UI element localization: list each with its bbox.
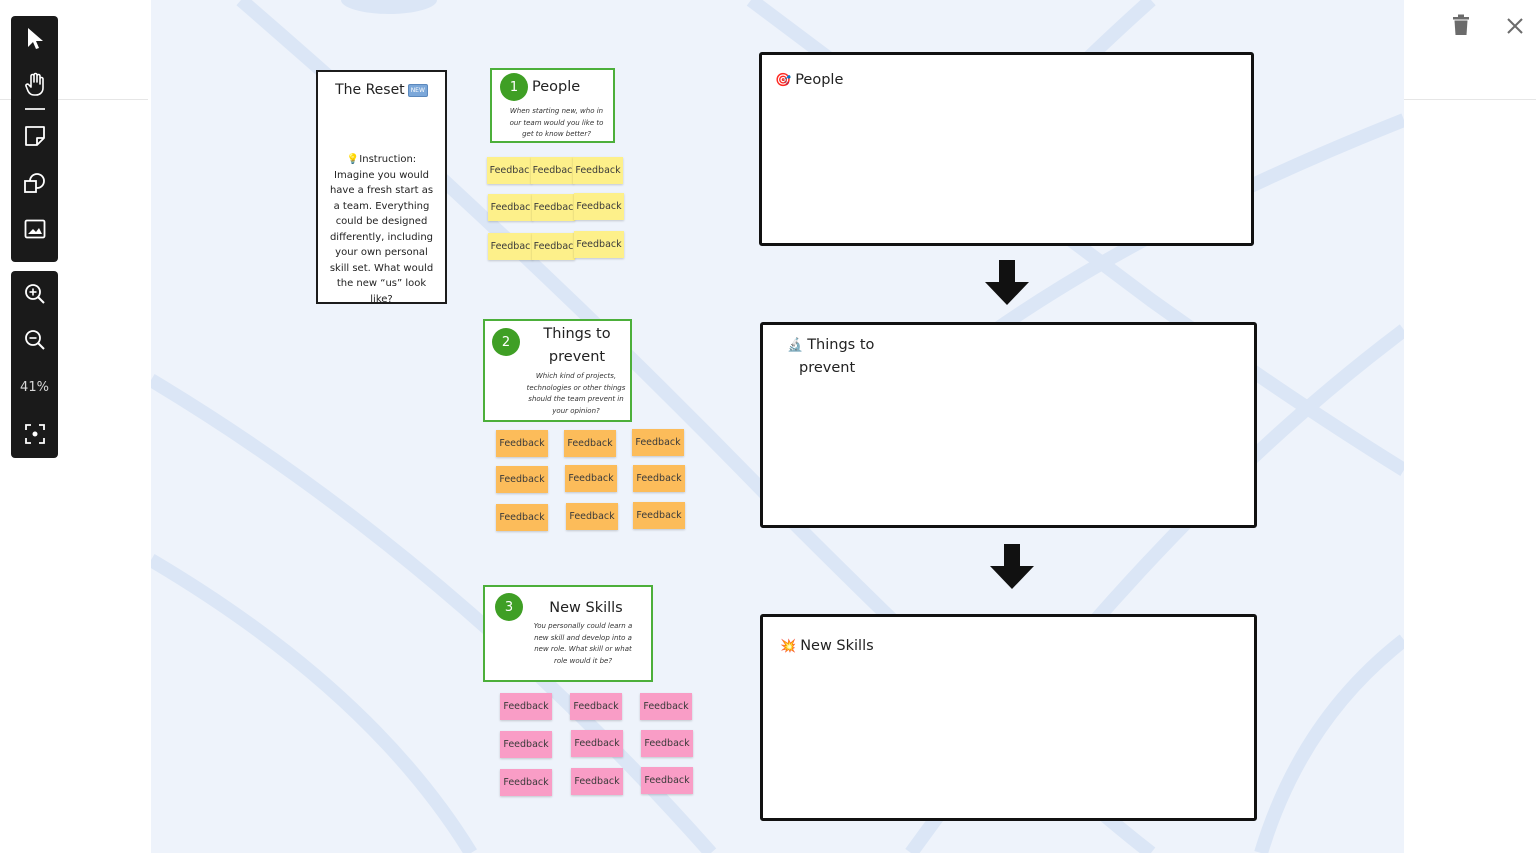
sticky-note[interactable]: Feedback bbox=[500, 731, 552, 758]
sticky-note[interactable]: Feedback bbox=[574, 231, 624, 258]
sticky-note[interactable]: Feedbac bbox=[532, 233, 575, 260]
sticky-note[interactable]: Feedbac bbox=[531, 157, 574, 184]
reset-title-text: The Reset bbox=[335, 82, 405, 98]
prompt-card-people[interactable]: 1 People When starting new, who in our t… bbox=[490, 68, 615, 143]
sticky-note[interactable]: Feedback bbox=[571, 730, 623, 757]
sticky-note[interactable]: Feedback bbox=[496, 466, 548, 493]
new-badge: NEW bbox=[407, 83, 428, 97]
sticky-note[interactable]: Feedback bbox=[500, 769, 552, 796]
microscope-icon: 🔬 bbox=[787, 338, 804, 353]
step-number-badge: 2 bbox=[492, 328, 520, 356]
sticky-note[interactable]: Feedbac bbox=[532, 194, 575, 221]
sticky-note[interactable]: Feedback bbox=[496, 504, 548, 531]
target-icon: 🎯 bbox=[775, 73, 792, 88]
frame-things-to-prevent[interactable]: 🔬Things to prevent bbox=[760, 322, 1257, 528]
shapes-icon[interactable] bbox=[11, 160, 58, 206]
zoom-in-icon[interactable] bbox=[11, 271, 58, 317]
down-arrow-icon bbox=[985, 260, 1029, 305]
frame-title-line1: Things to bbox=[807, 337, 875, 353]
sticky-note[interactable]: Feedback bbox=[571, 768, 623, 795]
prompt-title: Things to prevent bbox=[543, 326, 611, 365]
step-number-badge: 3 bbox=[495, 593, 523, 621]
prompt-card-new-skills[interactable]: 3 New Skills You personally could learn … bbox=[483, 585, 653, 682]
sticky-note[interactable]: Feedback bbox=[640, 693, 692, 720]
sticky-note[interactable]: Feedback bbox=[564, 430, 616, 457]
sticky-note[interactable]: Feedbac bbox=[488, 194, 533, 221]
zoom-controls: 41% bbox=[11, 271, 58, 458]
sticky-note[interactable]: Feedback bbox=[633, 465, 685, 492]
header-divider-left bbox=[0, 99, 148, 100]
sticky-note[interactable]: Feedback bbox=[570, 693, 622, 720]
frame-people[interactable]: 🎯People bbox=[759, 52, 1254, 246]
sticky-note[interactable]: Feedback bbox=[573, 157, 623, 184]
toolbar-divider bbox=[24, 108, 45, 110]
sticky-note[interactable]: Feedback bbox=[641, 767, 693, 794]
sticky-note[interactable]: Feedbac bbox=[487, 157, 532, 184]
frame-title-text: New Skills bbox=[800, 638, 874, 654]
down-arrow-icon bbox=[990, 544, 1034, 589]
sticky-note[interactable]: Feedback bbox=[500, 693, 552, 720]
sticky-note[interactable]: Feedback bbox=[633, 502, 685, 529]
sticky-note-icon[interactable] bbox=[11, 112, 58, 160]
frame-title: 🔬Things to prevent bbox=[787, 334, 874, 380]
sticky-note[interactable]: Feedback bbox=[566, 503, 618, 530]
zoom-out-icon[interactable] bbox=[11, 317, 58, 363]
prompt-title: People bbox=[532, 79, 581, 95]
step-number-badge: 1 bbox=[500, 73, 528, 101]
sticky-note[interactable]: Feedback bbox=[641, 730, 693, 757]
tool-palette bbox=[11, 16, 58, 262]
close-icon[interactable] bbox=[1506, 17, 1524, 39]
prompt-description: You personally could learn a new skill a… bbox=[533, 622, 633, 665]
frame-title: 🎯People bbox=[775, 69, 843, 92]
zoom-level-text: 41% bbox=[20, 379, 49, 395]
prompt-title: New Skills bbox=[549, 600, 623, 616]
zoom-level[interactable]: 41% bbox=[11, 363, 58, 411]
sticky-note[interactable]: Feedback bbox=[632, 429, 684, 456]
frame-title-text: People bbox=[795, 72, 844, 88]
frame-title: 💥New Skills bbox=[780, 635, 874, 658]
sticky-note[interactable]: Feedbac bbox=[488, 233, 533, 260]
reset-instruction-text: 💡Instruction: Imagine you would have a f… bbox=[329, 154, 434, 305]
sticky-note[interactable]: Feedback bbox=[565, 465, 617, 492]
header-divider-right bbox=[1404, 99, 1536, 100]
prompt-description: When starting new, who in our team would… bbox=[509, 107, 604, 138]
hand-pan-icon[interactable] bbox=[11, 62, 58, 106]
select-cursor-icon[interactable] bbox=[11, 16, 58, 62]
image-icon[interactable] bbox=[11, 206, 58, 252]
collision-icon: 💥 bbox=[780, 639, 797, 654]
prompt-card-things-to-prevent[interactable]: 2 Things to prevent Which kind of projec… bbox=[483, 319, 632, 422]
sticky-note[interactable]: Feedback bbox=[496, 430, 548, 457]
prompt-description: Which kind of projects, technologies or … bbox=[526, 372, 626, 415]
fit-screen-icon[interactable] bbox=[11, 411, 58, 457]
frame-title-line2: prevent bbox=[799, 360, 856, 376]
frame-new-skills[interactable]: 💥New Skills bbox=[760, 614, 1257, 821]
trash-icon[interactable] bbox=[1452, 14, 1470, 40]
sticky-note[interactable]: Feedback bbox=[574, 193, 624, 220]
